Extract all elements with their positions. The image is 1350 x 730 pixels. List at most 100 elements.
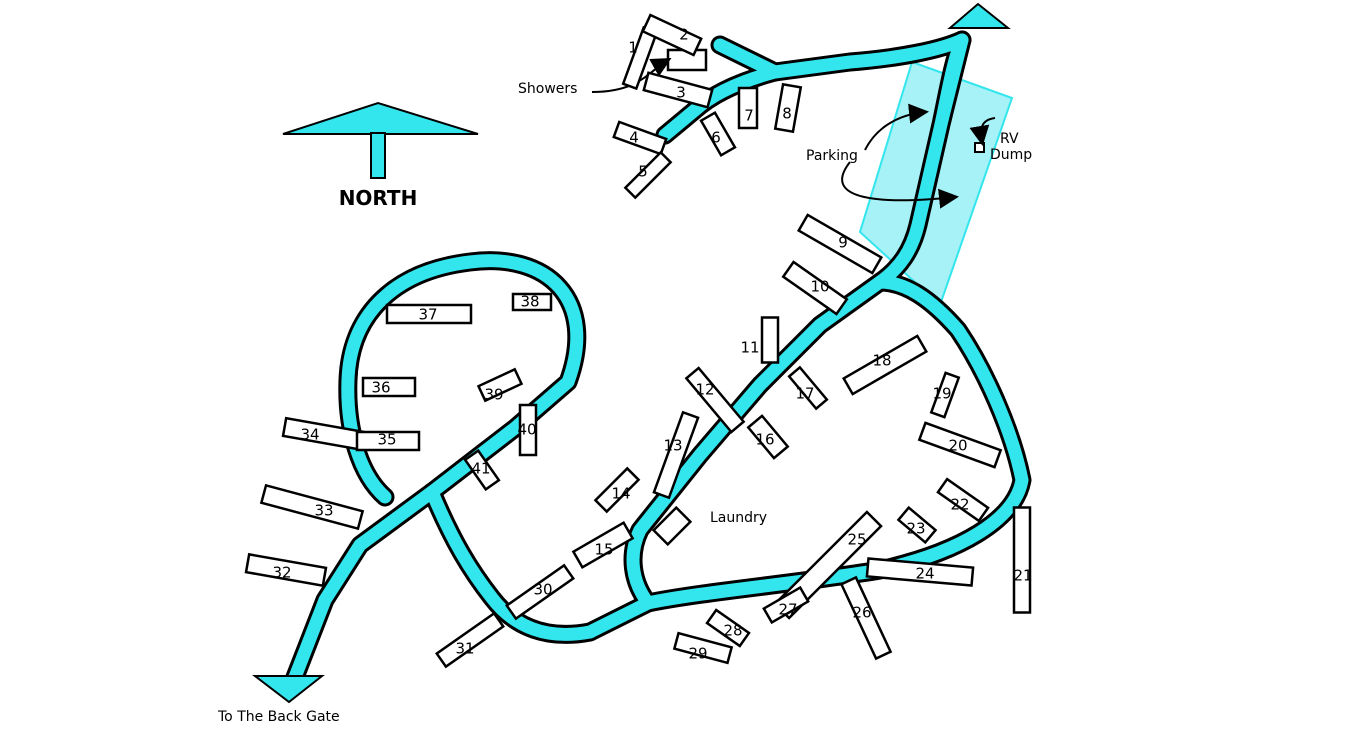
campsite[interactable]: 40 bbox=[517, 403, 538, 457]
campsite[interactable]: 5 bbox=[623, 150, 673, 200]
campsite-pad[interactable] bbox=[773, 82, 803, 134]
campsite-pad[interactable] bbox=[463, 448, 501, 492]
campsite[interactable]: 37 bbox=[385, 303, 473, 325]
campsite-pad[interactable] bbox=[796, 213, 884, 275]
campsite[interactable]: 36 bbox=[361, 376, 417, 398]
campsite-number: 16 bbox=[755, 431, 774, 449]
campsite-pad[interactable] bbox=[781, 260, 849, 316]
campsite-number: 15 bbox=[594, 541, 613, 559]
campsite-number: 29 bbox=[688, 645, 707, 663]
campsite[interactable]: 9 bbox=[796, 213, 884, 275]
campsite[interactable]: 3 bbox=[642, 71, 714, 109]
campsite-number: 10 bbox=[810, 278, 829, 296]
campsite-number: 25 bbox=[847, 531, 866, 549]
rv-dump-pointer-icon bbox=[969, 117, 996, 146]
campsite-pad[interactable] bbox=[641, 13, 703, 57]
campsite-pad[interactable] bbox=[917, 421, 1003, 469]
campsite-pad[interactable] bbox=[652, 410, 700, 500]
campsite-pad[interactable] bbox=[762, 585, 810, 625]
campsite-number: 27 bbox=[778, 601, 797, 619]
campsite[interactable]: 18 bbox=[841, 334, 929, 396]
campsite[interactable]: 39 bbox=[476, 367, 524, 404]
campsite-number: 19 bbox=[932, 385, 951, 403]
campsite[interactable]: 24 bbox=[865, 557, 975, 587]
campsite-pad[interactable] bbox=[684, 366, 746, 434]
campsite-pad[interactable] bbox=[505, 563, 575, 621]
campsite-pad[interactable] bbox=[476, 367, 524, 403]
campsite-number: 13 bbox=[663, 437, 682, 455]
campsite-pad[interactable] bbox=[623, 150, 673, 200]
campsite[interactable]: 29 bbox=[672, 631, 734, 665]
campsite[interactable]: 20 bbox=[917, 421, 1003, 469]
campsite[interactable]: 19 bbox=[929, 371, 961, 419]
campsite-pad[interactable] bbox=[746, 414, 790, 460]
campsite[interactable]: 23 bbox=[896, 505, 938, 545]
campsite[interactable]: 10 bbox=[781, 260, 849, 316]
campsite-number: 9 bbox=[838, 234, 848, 252]
campsite-pad[interactable] bbox=[642, 71, 714, 109]
north-arrow-icon bbox=[282, 101, 479, 179]
campsite-pad[interactable] bbox=[511, 292, 553, 312]
back-gate-label: To The Back Gate bbox=[217, 709, 340, 725]
campsite-pad[interactable] bbox=[435, 611, 505, 669]
campsite-pad[interactable] bbox=[929, 371, 961, 419]
campsite[interactable]: 11 bbox=[740, 316, 780, 364]
campsite[interactable]: 21 bbox=[1012, 506, 1033, 614]
campsite-pad[interactable] bbox=[787, 365, 829, 411]
campsite-pad[interactable] bbox=[571, 520, 635, 570]
campsite-pad[interactable] bbox=[259, 483, 365, 531]
campsite[interactable]: 15 bbox=[571, 520, 635, 570]
campsite[interactable]: 27 bbox=[762, 585, 810, 625]
campsite[interactable]: 28 bbox=[705, 608, 751, 648]
campsite-pad[interactable] bbox=[1012, 506, 1032, 614]
campsite[interactable]: 6 bbox=[699, 110, 737, 158]
campsite[interactable]: 30 bbox=[505, 563, 575, 621]
campsite[interactable]: 38 bbox=[511, 292, 553, 312]
campsite[interactable]: 34 bbox=[281, 416, 367, 452]
campsite[interactable]: 14 bbox=[593, 466, 641, 514]
campsite[interactable]: 32 bbox=[244, 552, 328, 588]
campsite-pad[interactable] bbox=[672, 631, 734, 665]
campsite[interactable]: 4 bbox=[612, 120, 668, 156]
campsite-number: 35 bbox=[377, 431, 396, 449]
rv-dump-label: RV bbox=[1000, 131, 1019, 147]
campsite-pad[interactable] bbox=[705, 608, 751, 648]
campsite[interactable]: 13 bbox=[652, 410, 700, 500]
campsite-pad[interactable] bbox=[518, 403, 538, 457]
campsite-number: 32 bbox=[272, 564, 291, 582]
campsite[interactable]: 16 bbox=[746, 414, 790, 460]
campsite-pad[interactable] bbox=[760, 316, 780, 364]
campsite-pad[interactable] bbox=[936, 477, 990, 523]
campsite[interactable]: 26 bbox=[839, 575, 893, 661]
campsite-pad[interactable] bbox=[593, 466, 641, 514]
campsite[interactable]: 8 bbox=[773, 82, 803, 134]
campsite-number: 20 bbox=[948, 437, 967, 455]
laundry-label: Laundry bbox=[710, 510, 767, 526]
campsite-pad[interactable] bbox=[385, 303, 473, 325]
campsite-pad[interactable] bbox=[839, 575, 893, 661]
campsite-pad[interactable] bbox=[896, 505, 938, 545]
campsite-pad[interactable] bbox=[244, 552, 328, 588]
showers-label: Showers bbox=[518, 81, 577, 97]
campsite-pad[interactable] bbox=[355, 430, 421, 452]
campsite-pad[interactable] bbox=[699, 110, 737, 158]
campsite[interactable]: 12 bbox=[684, 366, 746, 434]
campsite[interactable]: 22 bbox=[936, 477, 990, 523]
campsite[interactable]: 17 bbox=[787, 365, 829, 411]
campsite[interactable]: 7 bbox=[737, 86, 759, 130]
laundry-building[interactable] bbox=[651, 505, 693, 547]
campsite[interactable]: 33 bbox=[259, 483, 365, 531]
campsite-number: 7 bbox=[744, 107, 754, 125]
campsite-pad[interactable] bbox=[612, 120, 668, 156]
campsite[interactable]: 2 bbox=[641, 13, 703, 57]
campsite[interactable]: 41 bbox=[463, 448, 501, 492]
campsite-pad[interactable] bbox=[841, 334, 929, 396]
campsite[interactable]: 35 bbox=[355, 430, 421, 452]
campsite-number: 40 bbox=[517, 421, 536, 439]
road-network[interactable] bbox=[252, 2, 1032, 704]
campsite-pad[interactable] bbox=[865, 557, 975, 587]
campsite[interactable]: 31 bbox=[435, 611, 505, 669]
campsite-number: 2 bbox=[679, 26, 689, 44]
campsite-pad[interactable] bbox=[737, 86, 759, 130]
campsite-pad[interactable] bbox=[361, 376, 417, 398]
